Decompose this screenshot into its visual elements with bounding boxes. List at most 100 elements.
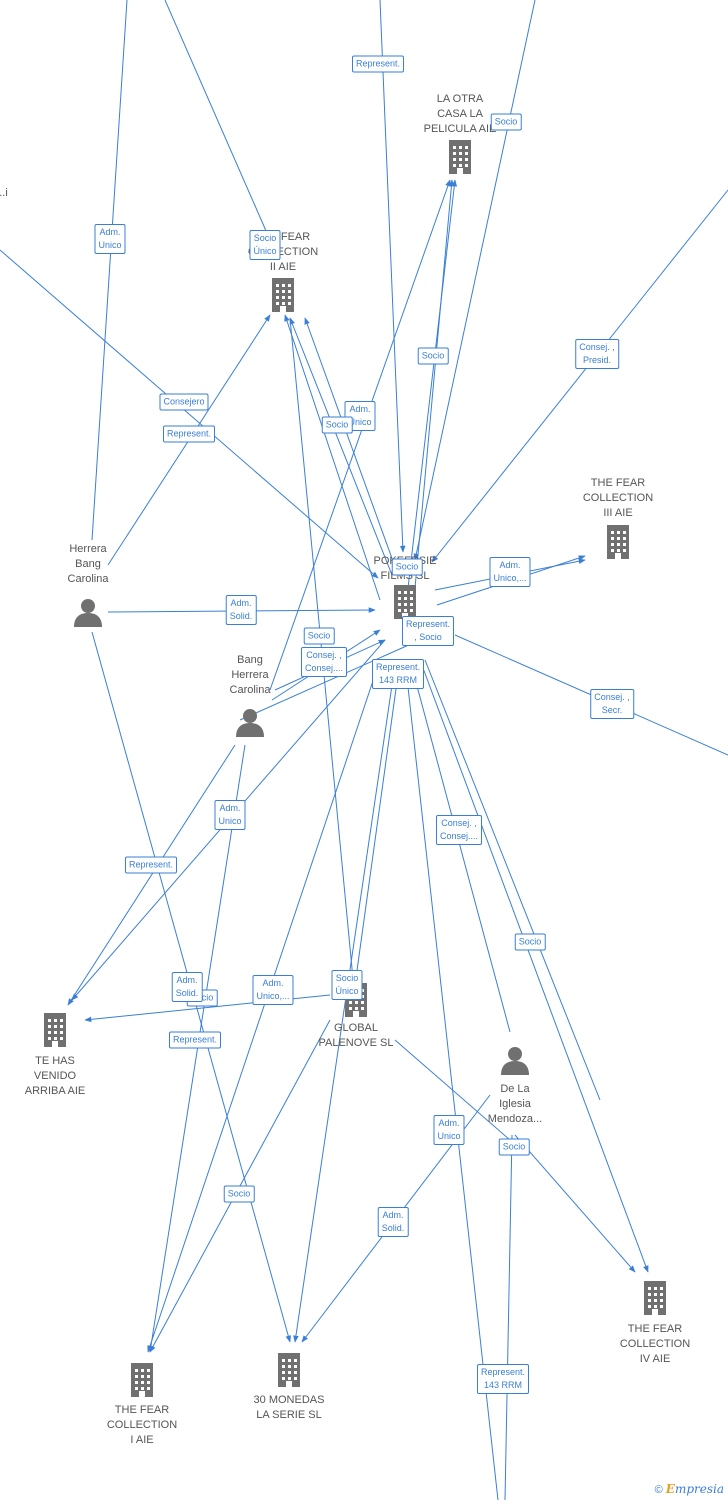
edge-label-consejero[interactable]: Consejero: [159, 393, 209, 411]
footer-brand[interactable]: © Empresia: [655, 1482, 724, 1496]
edge-line-20: [67, 744, 236, 1006]
node-label-line: Herrera: [231, 669, 269, 681]
node-label-line: GLOBAL: [333, 1022, 379, 1034]
edge-label-socio-mid2[interactable]: Socio: [321, 416, 353, 434]
node-label-line: LA SERIE SL: [256, 1409, 322, 1421]
building-icon-fear-iv[interactable]: [642, 1281, 668, 1320]
edge-label-adm-solid-hb[interactable]: Adm.Solid.: [225, 595, 257, 625]
edge-label-line: Socio: [518, 936, 542, 947]
edge-label-represent-te2[interactable]: Represent.: [168, 1031, 222, 1049]
edge-label-line: Consej. ,: [594, 692, 630, 702]
edge-label-line: Consej....: [439, 831, 479, 841]
edge-label-line: Represent.: [172, 1034, 218, 1045]
edge-line-4: [0, 249, 379, 579]
edge-label-line: Socio: [227, 1188, 251, 1199]
edge-label-adm-unico-gp[interactable]: Adm. Unico,...: [252, 975, 294, 1005]
edge-label-consej-secr[interactable]: Consej. , Secr.: [590, 689, 634, 719]
building-icon-fear-i[interactable]: [129, 1363, 155, 1402]
person-icon-de-la-iglesia[interactable]: [500, 1045, 530, 1080]
edge-label-socio-center[interactable]: Socio: [391, 558, 423, 576]
edge-label-represent-143[interactable]: Represent.143 RRM: [371, 659, 425, 689]
building-icon-otra-casa[interactable]: [447, 140, 473, 179]
person-icon-herrera-bang[interactable]: [73, 597, 103, 632]
building-icon-fear-iii[interactable]: [605, 525, 631, 564]
edge-label-socio-30[interactable]: Socio: [223, 1185, 255, 1203]
edge-label-line: Represent.: [166, 428, 212, 439]
node-label-line: CASA LA: [437, 108, 483, 120]
node-label-line: IV AIE: [639, 1353, 671, 1365]
node-label-line: COLLECTION: [582, 492, 654, 504]
edge-label-line: Adm.: [262, 978, 284, 988]
node-label-line: De La: [500, 1083, 530, 1095]
node-label-global-palenove[interactable]: GLOBAL PALENOVE SL: [301, 1021, 411, 1051]
edge-line-27: [354, 659, 401, 986]
edge-label-socio-otra[interactable]: Socio: [490, 113, 522, 131]
edge-label-line: Solid.: [175, 988, 199, 998]
edge-line-12: [414, 179, 455, 589]
edge-label-socio-dl[interactable]: Socio: [498, 1138, 530, 1156]
edge-label-line: Adm.: [438, 1118, 460, 1128]
edge-label-represent-top[interactable]: Represent.: [351, 55, 405, 73]
node-label-line: Mendoza...: [487, 1113, 543, 1125]
edge-label-adm-unico-iii[interactable]: Adm. Unico,...: [489, 557, 531, 587]
node-label-line: Iglesia: [499, 1098, 531, 1110]
edge-label-line: Adm.: [176, 975, 198, 985]
edge-label-line: Unico,...: [493, 573, 527, 583]
building-icon-te-has-venido[interactable]: [42, 1013, 68, 1052]
edge-label-line: Secr.: [601, 705, 623, 715]
edge-label-socio-iv[interactable]: Socio: [514, 933, 546, 951]
copyright-symbol: ©: [654, 1484, 663, 1496]
edge-label-line: Unico: [98, 240, 122, 250]
offscreen-node-label: ...i: [0, 187, 8, 199]
node-label-line: 30 MONEDAS: [253, 1394, 325, 1406]
edge-label-consej-consej[interactable]: Consej. ,Consej....: [435, 815, 483, 845]
edge-label-adm-unico-bh[interactable]: Adm.Unico: [214, 800, 246, 830]
edge-line-14: [289, 317, 393, 576]
edge-line-34: [394, 1039, 511, 1141]
edge-label-consej-presid[interactable]: Consej. ,Presid.: [575, 339, 619, 369]
edge-line-37: [239, 639, 421, 721]
edge-label-line: Socio: [494, 116, 518, 127]
edge-label-line: Socio: [307, 630, 331, 641]
edge-label-line: Unico,...: [256, 991, 290, 1001]
edge-label-adm-solid-30[interactable]: Adm.Solid.: [377, 1207, 409, 1237]
edge-label-line: Consej....: [304, 663, 344, 673]
edge-label-line: Represent.: [375, 662, 421, 672]
edge-label-line: Adm.: [99, 227, 121, 237]
edge-line-6: [431, 189, 728, 563]
edge-label-socio-mid[interactable]: Socio: [417, 347, 449, 365]
edge-label-socio-bh[interactable]: Socio: [303, 627, 335, 645]
edge-label-line: Consejero: [163, 396, 205, 407]
edge-label-adm-unico-left[interactable]: Adm. Unico: [94, 224, 126, 254]
edge-label-represent-socio[interactable]: Represent., Socio: [401, 616, 455, 646]
edge-line-15: [304, 317, 399, 576]
edge-label-represent-143-bottom[interactable]: Represent.143 RRM: [476, 1364, 530, 1394]
building-icon-fear-ii[interactable]: [270, 278, 296, 317]
node-label-treinta-monedas[interactable]: 30 MONEDAS LA SERIE SL: [234, 1393, 344, 1423]
edge-label-represent-left[interactable]: Represent.: [162, 425, 216, 443]
edge-label-adm-unico-dl[interactable]: Adm.Unico: [433, 1115, 465, 1145]
node-label-line: I AIE: [130, 1434, 154, 1446]
edge-label-consej-bh[interactable]: Consej. ,Consej....: [300, 647, 348, 677]
node-label-line: COLLECTION: [247, 246, 319, 258]
person-icon-bang-herrera[interactable]: [235, 707, 265, 742]
edge-line-19: [148, 744, 246, 1353]
edge-label-line: Adm.: [499, 560, 521, 570]
edge-label-represent-te[interactable]: Represent.: [124, 856, 178, 874]
building-icon-treinta-monedas[interactable]: [276, 1353, 302, 1392]
edge-label-adm-solid-te[interactable]: Adm. Solid.: [171, 972, 203, 1002]
node-label-line: PALENOVE SL: [318, 1037, 394, 1049]
node-label-line: THE FEAR: [590, 477, 646, 489]
